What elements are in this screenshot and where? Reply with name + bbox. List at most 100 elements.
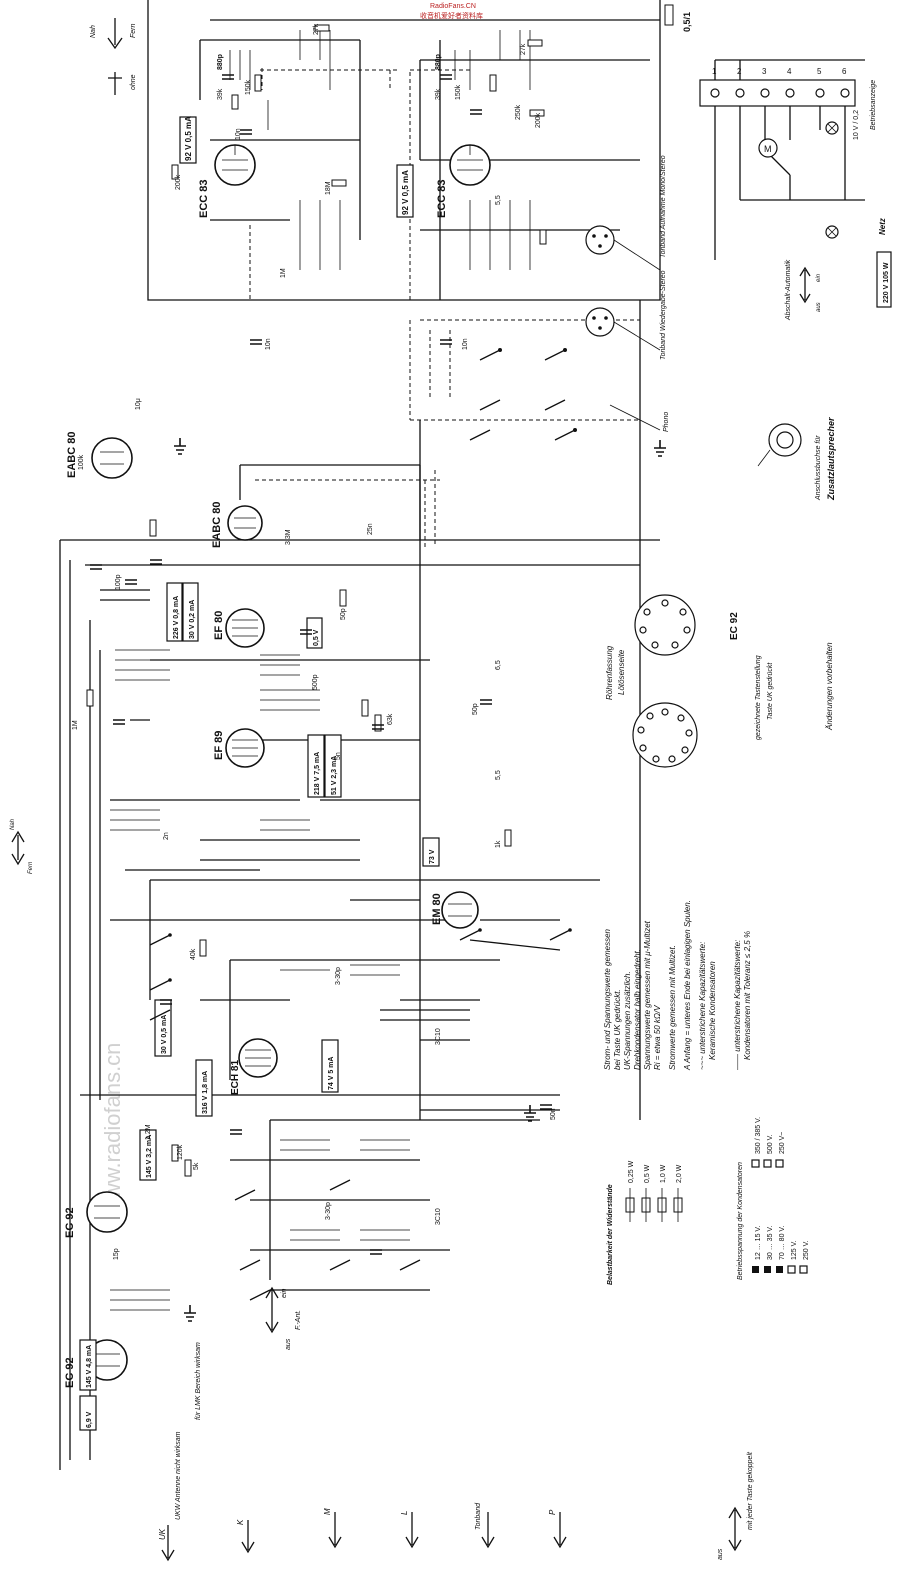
ein-aus-arrow [265, 1286, 279, 1334]
connector-leaders [609, 239, 661, 431]
audio-shield-dashes [249, 68, 640, 421]
contact-dot-3 [573, 428, 577, 432]
tube-label-ecc83-1: ECC 83 [198, 179, 210, 218]
audio-capacitors [222, 74, 482, 345]
svg-text:M: M [764, 144, 772, 154]
voltage-box-ecc83-1 [179, 116, 197, 164]
socket-ec92-pins [639, 599, 691, 649]
ecc83-1-electrodes [222, 145, 248, 171]
value-3-30p-b: 3-30p [325, 1202, 332, 1220]
tube-label-em80: EM 80 [431, 893, 443, 925]
note-4: Spannungswerte gemessen mit μ-Multizet [643, 920, 652, 1070]
value-5-5: 5,5 [495, 770, 502, 780]
resistor-120k [171, 1144, 179, 1162]
value-27k-2: 27k [520, 43, 527, 55]
resistor-legend-10: 1,0 W [660, 1164, 667, 1183]
resistor-1k-radio [504, 829, 512, 847]
value-18M: 18M [325, 181, 332, 195]
tube-label-ec92-1: EC 92 [64, 1207, 76, 1238]
band-uk: UK [158, 1528, 167, 1540]
band-arrows [161, 1506, 742, 1562]
resistor-5k [184, 1159, 192, 1177]
notes-block: Strom- und Spannungswerte gemessen bei T… [603, 900, 752, 1071]
label-betriebsanzeige: Betriebsanzeige [870, 80, 877, 130]
voltage-ef89-2: 51 V 2,3 mA [331, 756, 338, 795]
terminal-strip [699, 79, 856, 107]
label-ein: ein [816, 273, 822, 282]
value-50n: 50n [550, 1108, 557, 1120]
value-1M: 1M [280, 268, 287, 278]
din-socket-wiedergabe [585, 307, 615, 337]
tube-label-ecc83-2: ECC 83 [436, 179, 448, 218]
audio-switch-contacts [469, 349, 576, 441]
motor-symbol [758, 138, 778, 158]
vbox-ef80-1 [166, 582, 183, 642]
band-switch-contacts [149, 929, 571, 1301]
label-aus-fant: aus [285, 1338, 292, 1350]
terminal-4: 4 [787, 67, 792, 76]
label-f-ant: F.-Ant. [295, 1310, 302, 1330]
note-3: Drehkondensator halb eingedreht. [633, 949, 642, 1070]
cap-legend-5: 350 / 385 V. [755, 1117, 762, 1154]
value-10u: 10μ [135, 398, 142, 410]
mains-voltage-box [876, 251, 892, 308]
contact-dot-2 [563, 348, 567, 352]
audio-wires [199, 39, 650, 240]
value-2n: 50p [472, 703, 479, 715]
value-100p: 100p [115, 574, 122, 590]
value-1M-radio: 1M [72, 720, 79, 730]
ecc83-2-electrodes [457, 145, 483, 171]
note-6: Stromwerte gemessen mit Multizet. [668, 945, 677, 1070]
value-120k: 120k [177, 1144, 184, 1160]
key-note-2: Taste UK gedrückt [767, 662, 774, 720]
mains-voltage: 220 V 105 W [883, 262, 890, 303]
tube-label-ech81: ECH 81 [230, 1060, 241, 1095]
label-fern-mid: Fern [28, 861, 34, 874]
label-netz: Netz [878, 218, 887, 235]
resistor-150k-2 [489, 74, 497, 92]
voltage-145v-3: 145 V 3,2 mA [146, 1135, 153, 1178]
tube-label-ec92-2: EC 92 [64, 1357, 76, 1388]
value-1k-radio: 1k [495, 840, 502, 848]
changes-note: Änderungen vorbehalten [825, 642, 834, 731]
capacitor-legend-title: Betriebsspannung der Kondensatoren [737, 1162, 744, 1280]
switch-arrows-top [107, 18, 123, 95]
value-1-2M: 1,2M [145, 1124, 152, 1140]
value-63k: 63k [387, 713, 394, 725]
vbox-74v [321, 1039, 339, 1093]
resistor-1k-b [361, 699, 369, 717]
vbox-6-9v [79, 1395, 97, 1431]
resistor-legend-025: 0,25 W [628, 1160, 635, 1183]
value-2-5n: 5,5 [495, 195, 502, 205]
resistor-200k [529, 109, 545, 117]
resistor-legend: Belastbarkeit der Widerstände 0,25 W 0,5… [607, 1160, 683, 1285]
resistor-1M-radio [86, 689, 94, 707]
band-l: L [400, 1511, 409, 1515]
audio-small-wires [229, 30, 531, 270]
cap-legend-0: 12 … 15 V. [755, 1226, 762, 1260]
value-10n-low-2: 10n [462, 338, 469, 350]
note-11: Kondensatoren mit Toleranz ≤ 2,5 % [743, 931, 752, 1060]
note-10: —— unterstrichene Kapazitätswerte: [733, 940, 742, 1071]
terminal-screws [710, 88, 850, 98]
terminal-6: 6 [842, 67, 847, 76]
resistor-200k-grid [171, 164, 179, 180]
value-39k-2: 39k [435, 88, 442, 100]
resistor-150k-1 [254, 74, 262, 92]
tube-socket-diagrams: EC 92 Röhrenfassung Lötösenseite gezeich… [605, 594, 834, 768]
vbox-0-5v [306, 617, 323, 649]
value-6-5: 6,5 [495, 660, 502, 670]
value-3c10-a: 3C10 [435, 1028, 442, 1045]
label-zusatz-1: Anschlussbuchse für [815, 435, 822, 501]
key-note-1: gezeichnete Tastenstellung [755, 655, 762, 740]
socket-noval-pins [637, 708, 693, 763]
vbox-145v-4 [79, 1339, 97, 1391]
vbox-ef80-2 [182, 582, 199, 642]
value-40k: 40k [190, 948, 197, 960]
radio-capacitors [90, 559, 552, 1255]
resistor-100k-det [149, 519, 157, 537]
label-aus-abschalt: aus [816, 302, 822, 312]
radio-section: EABC 80 EABC 80 EF 80 EF 89 EM 80 ECH 81… [10, 300, 666, 1520]
terminal-3: 3 [762, 67, 767, 76]
